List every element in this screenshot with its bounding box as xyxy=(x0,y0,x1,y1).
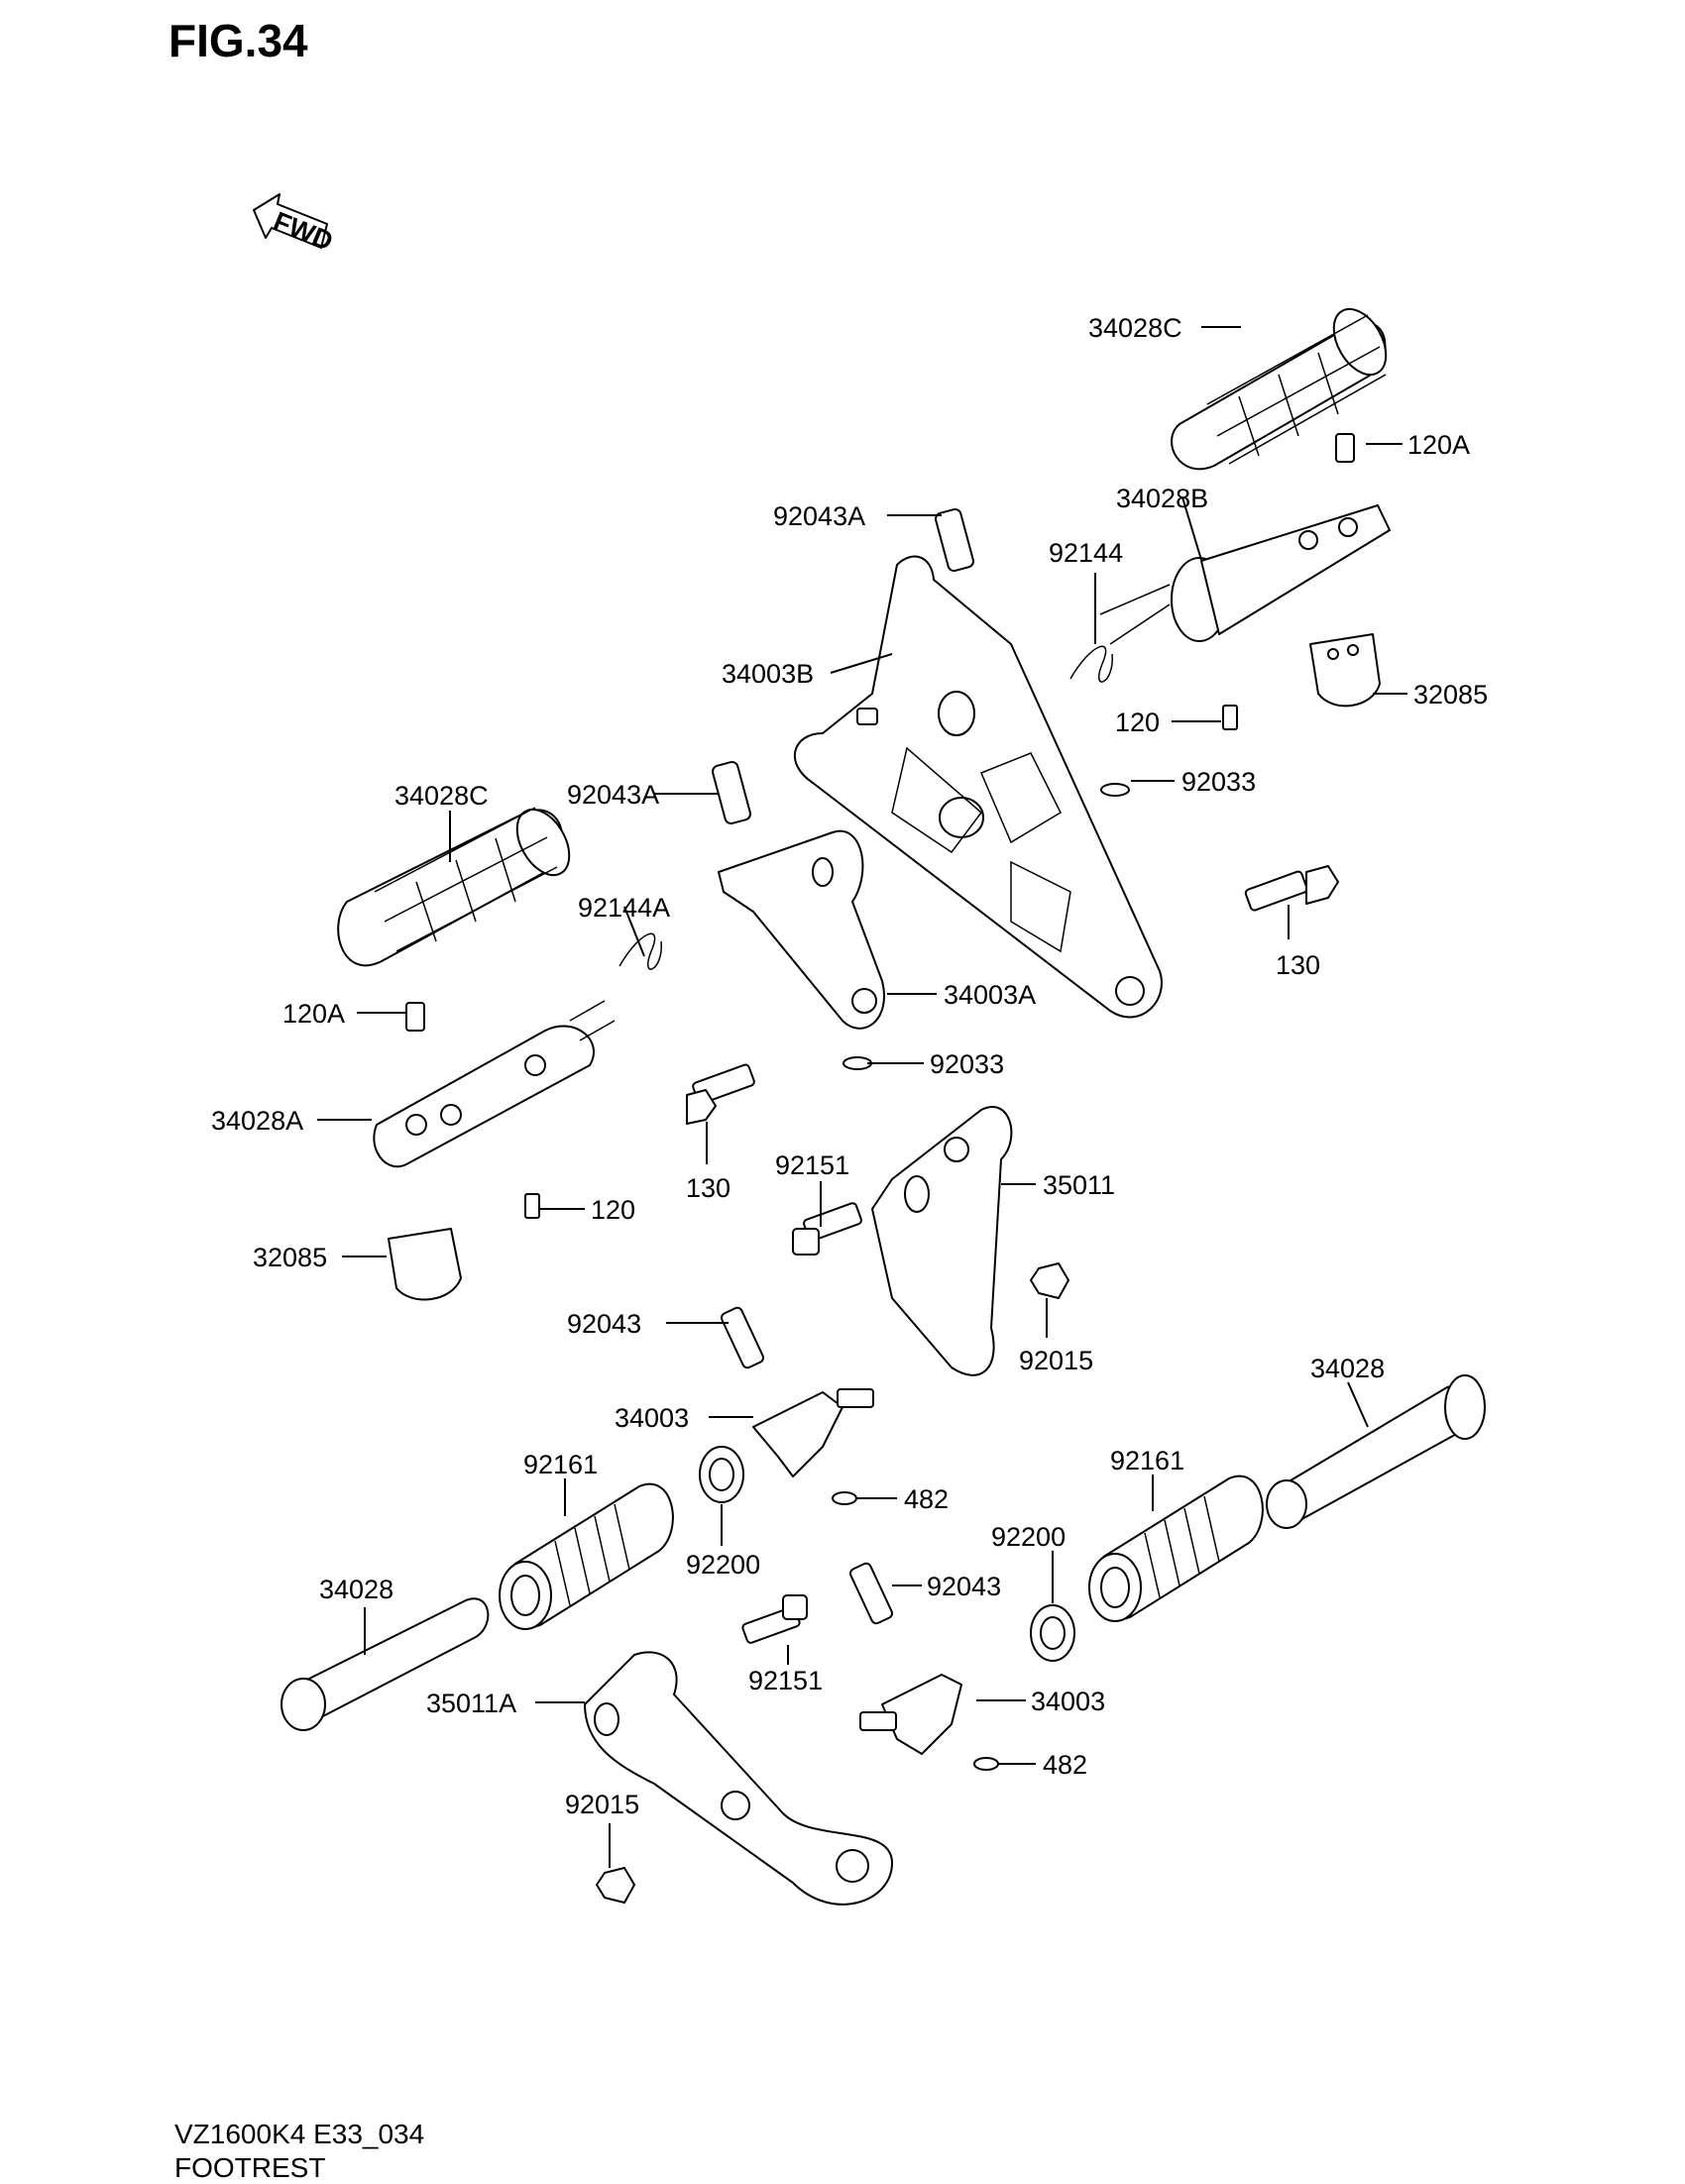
section-name: FOOTREST xyxy=(174,2152,326,2183)
pin-92043a-lower xyxy=(712,761,751,824)
callout-92043a-upper: 92043A xyxy=(773,501,865,531)
callout-labels: 34028C 120A 34028B 92043A 92144 34003B 3… xyxy=(211,313,1488,1819)
callout-482-upper: 482 xyxy=(904,1484,949,1514)
callout-34028c-lower: 34028C xyxy=(394,781,489,811)
bolt-92151-upper xyxy=(792,1202,862,1256)
bolt-120-right xyxy=(1222,705,1238,730)
clip-92033-upper xyxy=(1100,783,1130,797)
bolt-120-left xyxy=(524,1193,540,1219)
callout-34003b: 34003B xyxy=(722,659,814,689)
callout-34028-left: 34028 xyxy=(319,1575,393,1604)
callout-92043a-lower: 92043A xyxy=(567,780,659,810)
fwd-arrow-icon: FWD xyxy=(253,193,337,257)
bolt-130-upper xyxy=(1244,865,1339,912)
nut-92015-lower xyxy=(596,1867,635,1904)
callout-32085-lower: 32085 xyxy=(253,1243,327,1272)
leader-lines xyxy=(317,326,1407,1868)
callout-35011: 35011 xyxy=(1043,1170,1115,1200)
callout-34003a: 34003A xyxy=(944,980,1036,1010)
washer-92200-right xyxy=(1030,1604,1075,1662)
rubber-pad-left xyxy=(388,1228,462,1301)
footrest-rubber-right-upper xyxy=(1171,307,1388,471)
callout-92161-right: 92161 xyxy=(1110,1446,1184,1475)
callout-34028a: 34028A xyxy=(211,1106,303,1136)
callout-130-lower: 130 xyxy=(686,1173,730,1203)
callout-92144a: 92144A xyxy=(578,893,670,923)
callout-34028b: 34028B xyxy=(1116,484,1208,513)
model-code: VZ1600K4 E33_034 xyxy=(174,2119,425,2149)
footpeg-rubber-92161-left xyxy=(499,1482,674,1630)
callout-120-upper: 120 xyxy=(1115,708,1160,737)
callout-130-upper: 130 xyxy=(1276,950,1320,980)
footrest-plate-34003b xyxy=(793,555,1163,1019)
callout-92015-upper: 92015 xyxy=(1019,1346,1093,1375)
spring-92144a xyxy=(618,932,662,970)
callout-92043-upper: 92043 xyxy=(567,1309,641,1339)
footrest-bracket-right-upper xyxy=(1099,504,1391,645)
callout-32085-upper: 32085 xyxy=(1413,680,1488,710)
callout-92200-right: 92200 xyxy=(991,1522,1066,1552)
callout-120a-upper: 120A xyxy=(1407,430,1470,460)
callout-34028-right: 34028 xyxy=(1310,1354,1385,1383)
clip-482-lower xyxy=(973,1757,999,1771)
passenger-bracket-35011a xyxy=(584,1651,893,1906)
callout-34003-upper: 34003 xyxy=(615,1403,689,1433)
footpeg-mount-34003-lower xyxy=(859,1674,962,1755)
spring-92144 xyxy=(1069,645,1113,683)
footpeg-34028-left xyxy=(281,1597,490,1731)
washer-92200-left xyxy=(699,1446,744,1503)
bolt-130-lower xyxy=(686,1063,755,1125)
footpeg-mount-34003-upper xyxy=(752,1388,874,1477)
callout-92161-left: 92161 xyxy=(523,1450,598,1479)
callout-92151-lower: 92151 xyxy=(748,1666,823,1695)
bolt-92151-lower xyxy=(741,1594,808,1644)
callout-35011a: 35011A xyxy=(426,1689,516,1718)
clip-92033-lower xyxy=(842,1056,872,1070)
callout-92151-upper: 92151 xyxy=(775,1150,849,1180)
callout-92043-lower: 92043 xyxy=(927,1572,1001,1601)
callout-120-lower: 120 xyxy=(591,1195,635,1225)
pin-92043-lower xyxy=(848,1562,894,1625)
pin-92043a-upper xyxy=(935,508,974,572)
callout-92015-lower: 92015 xyxy=(565,1790,639,1819)
callout-34028c-upper: 34028C xyxy=(1088,313,1182,343)
nut-92015-upper xyxy=(1030,1262,1069,1299)
footpeg-34028-right xyxy=(1266,1374,1486,1529)
callout-92033-lower: 92033 xyxy=(930,1049,1004,1079)
callout-120a-lower: 120A xyxy=(282,999,345,1029)
pin-92043-upper xyxy=(720,1306,765,1369)
clip-482-upper xyxy=(832,1491,857,1505)
footrest-bracket-34028a xyxy=(373,1000,616,1168)
footpeg-rubber-92161-right xyxy=(1088,1474,1264,1622)
callout-92200-left: 92200 xyxy=(686,1550,760,1580)
bolt-120a-right xyxy=(1335,433,1355,463)
footrest-bracket-34003a xyxy=(718,829,885,1030)
figure-title: FIG.34 xyxy=(168,15,308,66)
rubber-pad-right-upper xyxy=(1309,633,1381,708)
bolt-120a-left xyxy=(405,1002,425,1032)
passenger-bracket-35011 xyxy=(871,1106,1013,1376)
callout-482-lower: 482 xyxy=(1043,1750,1087,1780)
callout-92144: 92144 xyxy=(1049,538,1123,568)
callout-92033-upper: 92033 xyxy=(1181,767,1256,797)
footrest-rubber-left xyxy=(337,807,571,967)
callout-34003-lower: 34003 xyxy=(1031,1687,1105,1716)
